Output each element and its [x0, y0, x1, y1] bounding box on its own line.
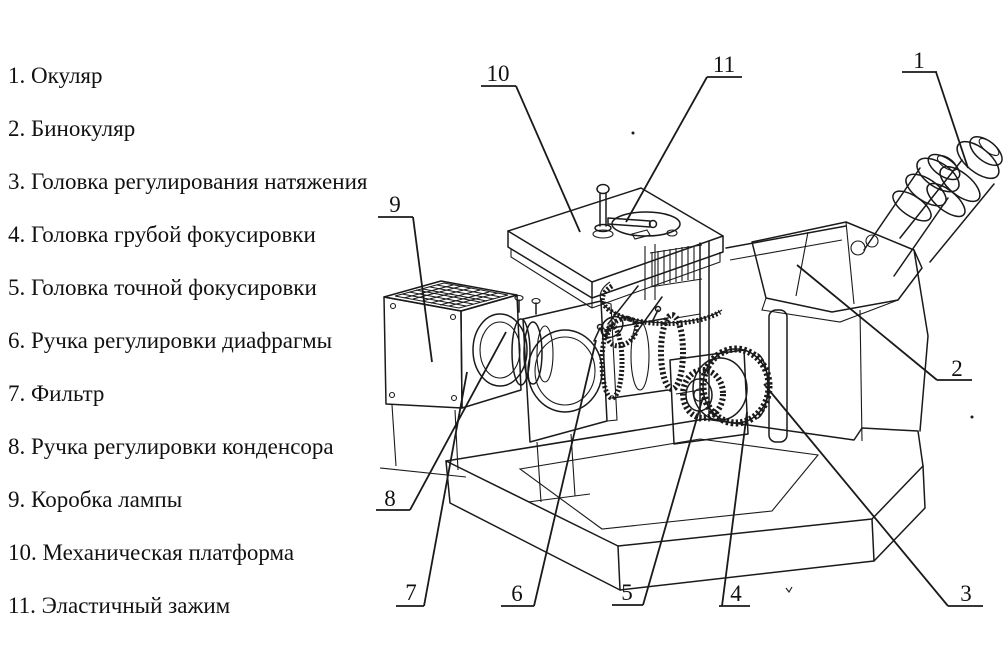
parts-list-item-4: 4. Головка грубой фокусировки: [8, 222, 316, 247]
leader-line: [423, 371, 468, 607]
objective: [607, 285, 663, 341]
callout-layer: 1 2 3 4 5 6 7 8 9 10 11: [376, 48, 983, 607]
eyepiece-rear: [899, 135, 1003, 263]
focus-slot: [768, 309, 788, 443]
base: [445, 418, 926, 591]
leader-line: [625, 76, 708, 223]
parts-list-item-11: 11. Эластичный зажим: [8, 593, 231, 618]
filter-plate: [522, 300, 618, 503]
leader-line: [796, 264, 938, 381]
callout-9-lamp-box: 9: [378, 192, 433, 363]
parts-list-item-2: 2. Бинокуляр: [8, 116, 136, 141]
callout-number: 2: [951, 356, 963, 381]
leader-line: [642, 396, 704, 606]
base-recess: [518, 438, 820, 530]
parts-list: 1. Окуляр 2. Бинокуляр 3. Головка регулиро…: [8, 49, 448, 632]
clamp-pin-head: [596, 183, 610, 195]
binocular-housing: [751, 221, 923, 323]
callout-7-filter: 7: [396, 371, 468, 607]
callout-4-coarse-focus-knob: 4: [719, 411, 750, 607]
lamp-box-vent: [394, 282, 509, 309]
callout-number: 11: [713, 52, 735, 77]
callout-10-mechanical-stage: 10: [481, 61, 581, 233]
stage-opening: [611, 211, 681, 237]
callout-11-elastic-clamp: 11: [625, 52, 742, 223]
leader-line: [412, 216, 433, 363]
specimen-clamp: [592, 183, 658, 239]
parts-list-item-6: 6. Ручка регулировки диафрагмы: [8, 328, 333, 353]
callout-number: 10: [487, 61, 510, 86]
callout-number: 1: [913, 48, 925, 73]
fine-focus-knob: [680, 367, 726, 421]
lamp-box: [379, 280, 522, 478]
callout-number: 6: [511, 581, 523, 606]
parts-list-item-5: 5. Головка точной фокусировки: [8, 275, 317, 300]
callout-5-fine-focus-knob: 5: [612, 396, 704, 606]
leader-line: [533, 339, 597, 607]
leader-line: [721, 411, 748, 607]
stage-plate: [507, 187, 724, 309]
callout-number: 5: [621, 580, 633, 605]
parts-list-item-7: 7. Фильтр: [8, 381, 105, 406]
parts-list-item-1: 1. Окуляр: [8, 63, 103, 88]
leader-line: [515, 85, 581, 233]
parts-list-item-9: 9. Коробка лампы: [8, 487, 183, 512]
eyepiece-front: [863, 153, 961, 277]
callout-number: 8: [384, 486, 396, 511]
callout-3-tension-adjustment-head: 3: [763, 383, 983, 607]
callout-1-eyepiece: 1: [902, 48, 969, 169]
callout-8-condenser-ring: 8: [376, 331, 507, 511]
parts-list-item-8: 8. Ручка регулировки конденсора: [8, 434, 334, 459]
leader-line: [763, 383, 949, 607]
leader-line: [935, 71, 969, 169]
callout-number: 9: [389, 192, 401, 217]
parts-list-item-3: 3. Головка регулирования натяжения: [8, 169, 368, 194]
print-artifacts: [631, 131, 974, 593]
callout-number: 7: [405, 580, 417, 605]
callout-number: 4: [730, 581, 742, 606]
callout-2-binocular: 2: [796, 264, 972, 381]
parts-list-item-10: 10. Механическая платформа: [8, 540, 295, 565]
substage-block: [644, 244, 703, 300]
leader-line: [409, 331, 507, 511]
condenser-rings: [472, 294, 554, 387]
callout-number: 3: [960, 581, 972, 606]
illumination-tube: [593, 305, 686, 401]
body-stand: [675, 225, 929, 443]
callout-6-diaphragm-lever: 6: [501, 339, 597, 607]
